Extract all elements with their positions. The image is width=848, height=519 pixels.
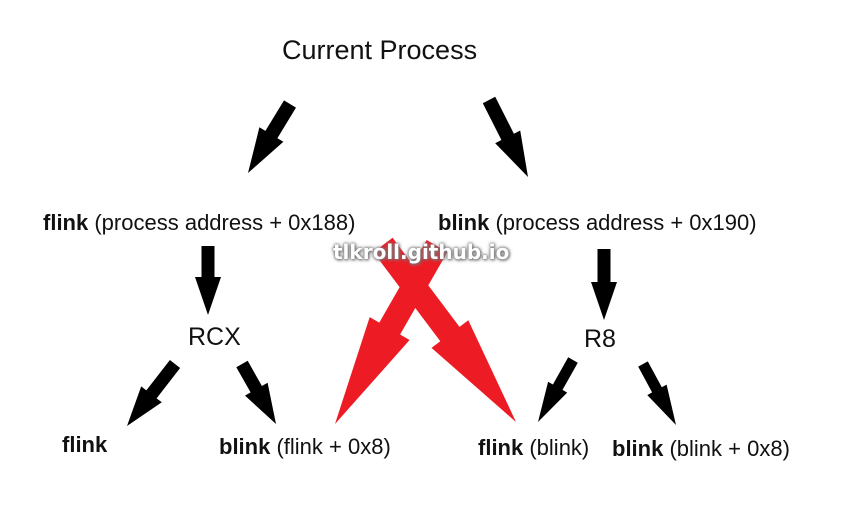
flink-process-label: flink (process address + 0x188)	[43, 212, 355, 234]
blink-field: blink	[438, 210, 490, 235]
blink-detail: (process address + 0x190)	[495, 210, 757, 235]
leaf-blink-detail: (flink + 0x8)	[276, 434, 391, 459]
arrow-rcx-to-flink	[127, 360, 181, 426]
leaf-flink2-field: flink	[478, 435, 524, 460]
arrow-r8-to-flink	[538, 357, 578, 422]
leaf-flink-label: flink	[62, 434, 107, 456]
leaf-blink2-detail: (blink + 0x8)	[669, 436, 790, 461]
r8-register-label: R8	[584, 325, 616, 353]
rcx-register-label: RCX	[188, 323, 241, 351]
leaf-flink2-detail: (blink)	[529, 435, 590, 460]
arrow-blink-to-r8	[591, 249, 617, 320]
watermark-text: tlkroll.github.io	[333, 240, 510, 264]
flink-detail: (process address + 0x188)	[94, 210, 356, 235]
leaf-blink-blink-label: blink (blink + 0x8)	[612, 438, 790, 460]
leaf-flink-blink-label: flink (blink)	[478, 437, 589, 459]
current-process-label: Current Process	[282, 35, 478, 65]
leaf-blink2-field: blink	[612, 436, 664, 461]
leaf-blink-field: blink	[219, 434, 271, 459]
leaf-flink-field: flink	[62, 432, 108, 457]
red-arrow-to-flink-blink	[373, 237, 516, 422]
arrow-process-to-blink	[482, 96, 528, 177]
arrow-r8-to-blink	[638, 361, 676, 425]
arrow-process-to-flink	[248, 100, 296, 173]
leaf-blink-flink-label: blink (flink + 0x8)	[219, 436, 391, 458]
arrow-rcx-to-blink	[236, 360, 276, 424]
blink-process-label: blink (process address + 0x190)	[438, 212, 757, 234]
flink-field: flink	[43, 210, 89, 235]
arrow-flink-to-rcx	[195, 246, 221, 315]
